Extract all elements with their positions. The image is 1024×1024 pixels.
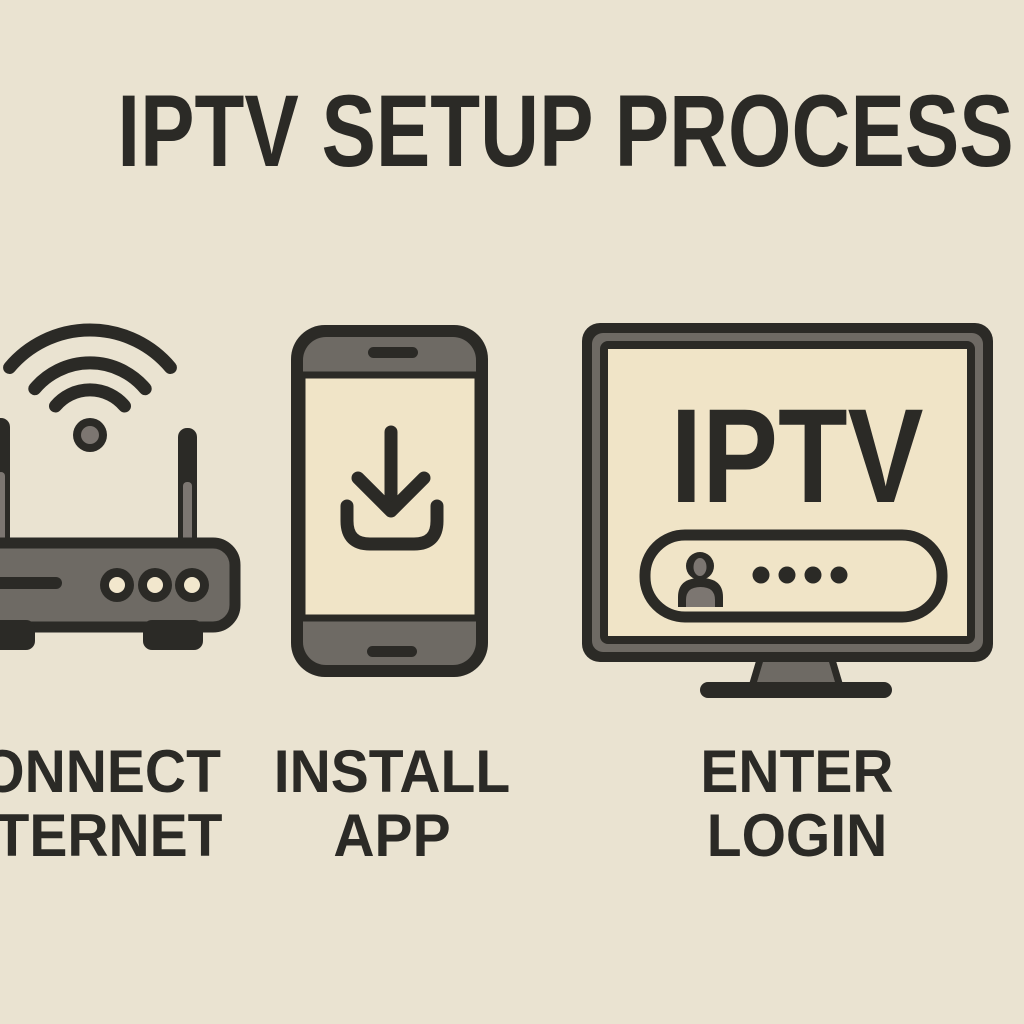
step-label-line: INSTALL	[273, 738, 511, 805]
phone-speaker	[368, 347, 418, 358]
user-icon-shoulders-core	[686, 587, 715, 607]
step-label-line: CONNECT	[0, 738, 221, 805]
login-field[interactable]	[639, 529, 948, 623]
wifi-arc-outer	[3, 323, 177, 374]
router-antennas	[0, 418, 197, 553]
wifi-dot	[81, 426, 99, 444]
download-icon	[340, 425, 444, 551]
password-dot	[778, 566, 796, 584]
user-icon	[678, 552, 723, 607]
led-light	[109, 577, 125, 593]
phone-download-icon	[291, 325, 488, 677]
phone-home-button	[367, 646, 417, 657]
router-vent-slot	[0, 577, 62, 589]
step-label-connect-internet: CONNECT INTERNET	[0, 740, 246, 868]
wifi-arc-inner	[49, 383, 131, 413]
wifi-signal-icon	[3, 323, 177, 452]
password-dots	[752, 566, 848, 584]
step-label-line: APP	[333, 802, 451, 869]
step-label-enter-login: ENTER LOGIN	[631, 740, 964, 868]
user-icon-head-core	[693, 558, 707, 576]
password-dot	[752, 566, 770, 584]
step-label-line: LOGIN	[706, 802, 888, 869]
antenna-right-core	[183, 482, 192, 544]
step-label-line: ENTER	[700, 738, 894, 805]
step-label-line: INTERNET	[0, 802, 223, 869]
download-tray	[340, 499, 444, 551]
tv-screen-title: IPTV	[671, 382, 924, 531]
password-dot	[830, 566, 848, 584]
download-arrow-head	[351, 471, 431, 518]
antenna-left-core	[0, 472, 5, 544]
wifi-arc-middle	[28, 356, 152, 396]
led-light	[147, 577, 163, 593]
router-feet	[0, 620, 203, 650]
router-foot-right	[143, 620, 203, 650]
router-foot-left	[0, 620, 35, 650]
router-wifi-icon	[0, 323, 241, 650]
page-title: IPTV SETUP PROCESS	[117, 74, 1014, 188]
tv-stand-base	[700, 682, 892, 698]
password-dot	[804, 566, 822, 584]
led-light	[184, 577, 200, 593]
router-leds	[100, 568, 209, 602]
tv-login-icon: IPTV	[582, 323, 993, 698]
step-label-install-app: INSTALL APP	[226, 740, 559, 868]
